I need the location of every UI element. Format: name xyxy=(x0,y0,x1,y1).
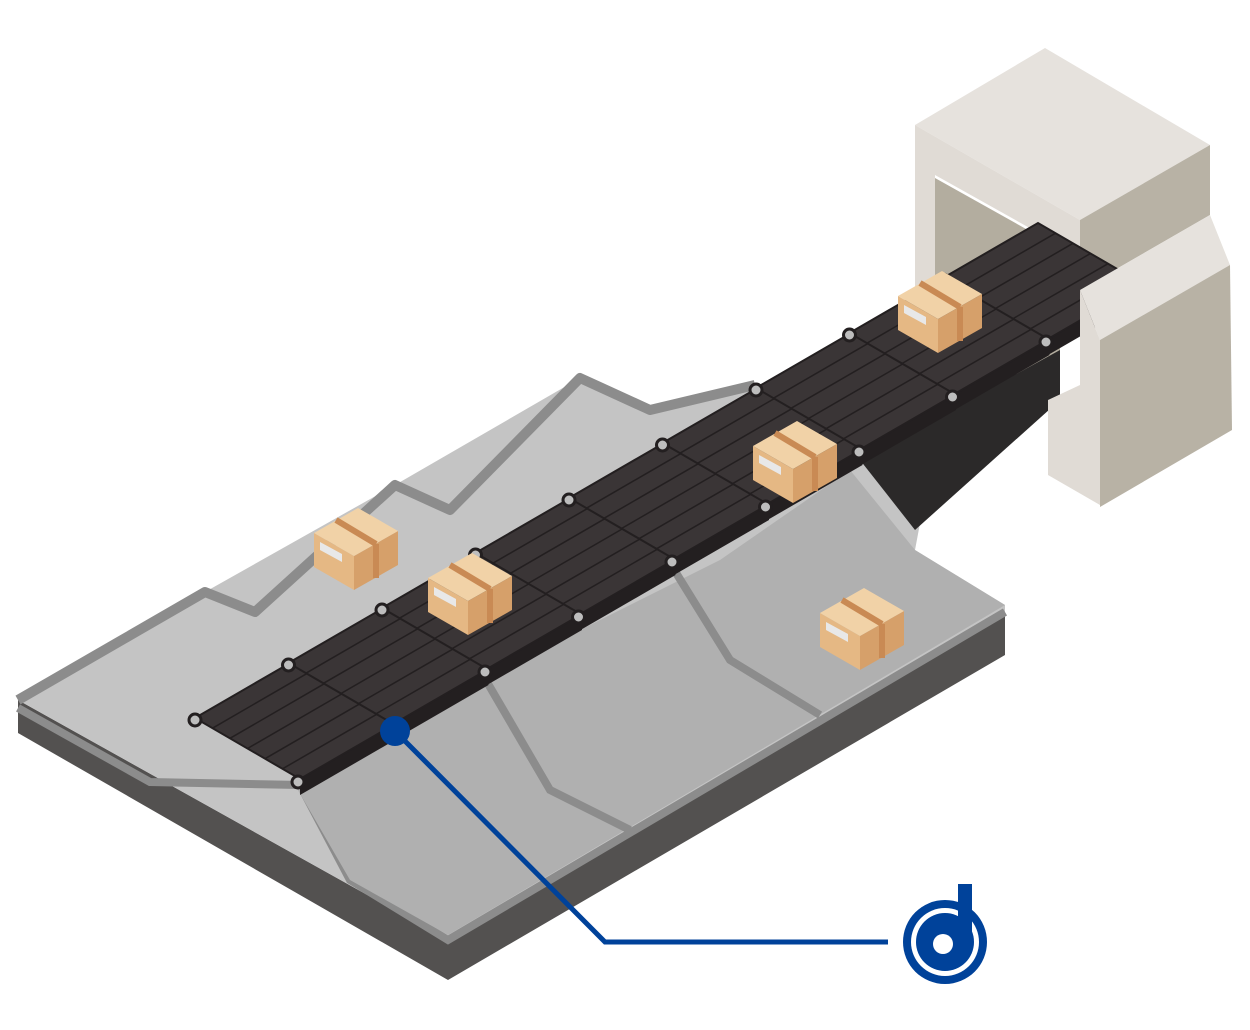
roller xyxy=(655,437,670,453)
roller xyxy=(281,657,296,673)
roller xyxy=(187,712,203,728)
belt-segment xyxy=(468,496,678,630)
cardboard-box xyxy=(820,588,904,670)
callout xyxy=(380,716,888,945)
roller xyxy=(477,664,493,680)
roller xyxy=(374,602,390,618)
roller xyxy=(758,499,773,515)
belt-segment xyxy=(561,441,771,575)
roller xyxy=(945,389,960,405)
roller xyxy=(842,327,857,343)
cardboard-box xyxy=(753,421,837,503)
roller xyxy=(664,554,680,570)
roller xyxy=(290,774,306,790)
cardboard-box xyxy=(314,508,398,590)
conveyor-base xyxy=(15,350,1060,980)
callout-dot xyxy=(380,716,410,746)
cardboard-boxes xyxy=(314,271,982,670)
cardboard-box xyxy=(898,271,982,353)
belt-segment xyxy=(187,661,397,795)
roller xyxy=(561,492,577,508)
machine-front xyxy=(1048,215,1232,507)
cardboard-box xyxy=(428,553,512,635)
brand-d-logo-icon[interactable] xyxy=(903,884,987,984)
roller xyxy=(1038,334,1054,350)
roller xyxy=(851,444,867,460)
roller xyxy=(748,382,764,398)
roller xyxy=(571,609,586,625)
